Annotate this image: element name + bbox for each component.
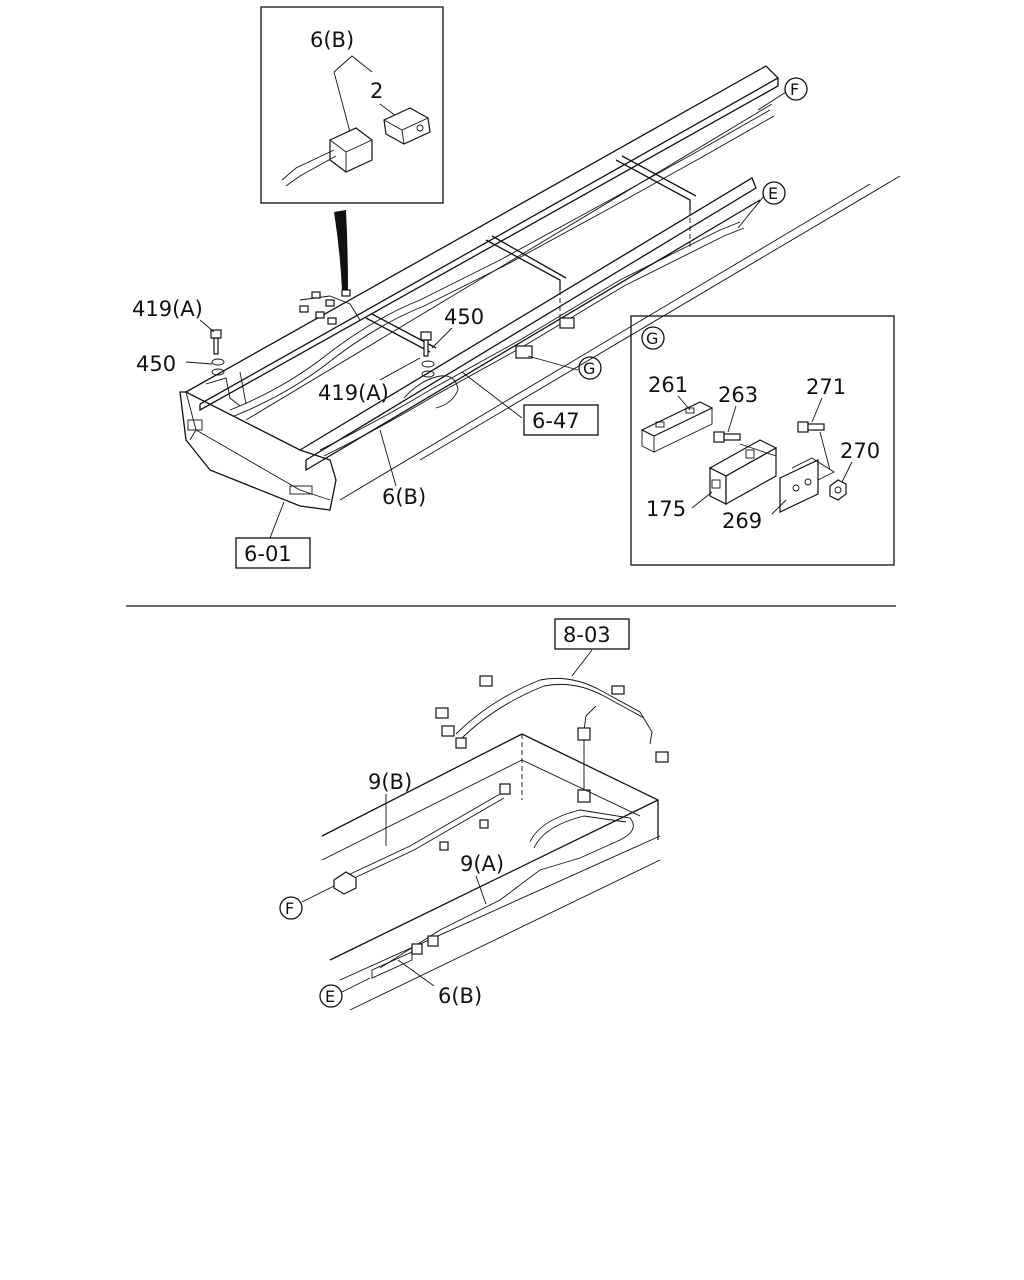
small-connectors bbox=[299, 289, 351, 325]
label-harness-front: 6(B) bbox=[382, 485, 426, 509]
svg-text:E: E bbox=[768, 184, 778, 203]
label-bolt-left: 419(A) bbox=[132, 297, 203, 321]
marker-f-top: F bbox=[784, 77, 808, 101]
label-261: 261 bbox=[648, 373, 688, 397]
svg-text:E: E bbox=[325, 987, 335, 1006]
marker-g-top: G bbox=[578, 356, 602, 380]
leader-washer-mid bbox=[431, 327, 453, 349]
marker-e-top: E bbox=[762, 181, 786, 205]
svg-text:F: F bbox=[790, 80, 799, 99]
label-washer-left: 450 bbox=[136, 352, 176, 376]
svg-text:G: G bbox=[646, 329, 658, 348]
label-270: 270 bbox=[840, 439, 880, 463]
washer-icon bbox=[421, 360, 435, 378]
leader-harness-front bbox=[379, 429, 397, 487]
bolt-icon bbox=[210, 329, 222, 355]
marker-g-inset: G bbox=[641, 326, 665, 350]
inset-g: G 261 263 175 bbox=[630, 315, 895, 566]
leader-bumper bbox=[269, 501, 285, 539]
bracket-269-icon bbox=[779, 457, 835, 513]
harness-9b bbox=[333, 783, 511, 895]
leader-bolt-mid bbox=[379, 357, 421, 381]
bolt-washer-left bbox=[205, 329, 247, 407]
grommet-icon bbox=[333, 871, 357, 895]
inset-connector-label: 2 bbox=[370, 79, 383, 103]
label-washer-mid: 450 bbox=[444, 305, 484, 329]
leader-e bbox=[737, 195, 765, 229]
label-9b: 9(B) bbox=[368, 770, 412, 794]
cover-261-icon bbox=[640, 401, 714, 453]
label-263: 263 bbox=[718, 383, 758, 407]
label-175: 175 bbox=[646, 497, 686, 521]
bottom-frame bbox=[321, 733, 661, 1011]
nut-270-icon bbox=[829, 479, 847, 501]
ref-bumper-text: 6-01 bbox=[244, 542, 292, 566]
marker-f-bottom: F bbox=[279, 896, 303, 920]
harness-routing bbox=[229, 109, 775, 457]
leader-bracket bbox=[527, 355, 579, 371]
label-9a: 9(A) bbox=[460, 852, 504, 876]
ref-harness[interactable]: 8-03 bbox=[554, 618, 630, 650]
inset-pointer bbox=[334, 210, 348, 290]
bolt-271-icon bbox=[797, 421, 825, 433]
screw-263-icon bbox=[713, 431, 741, 443]
front-bumper bbox=[179, 391, 337, 511]
label-269: 269 bbox=[722, 509, 762, 533]
ref-clip[interactable]: 6-47 bbox=[523, 404, 599, 436]
leader-clip bbox=[461, 371, 523, 419]
washer-icon bbox=[211, 358, 225, 376]
holder-175-icon bbox=[708, 439, 778, 506]
ref-clip-text: 6-47 bbox=[532, 409, 580, 433]
harness-9a bbox=[371, 809, 634, 979]
bolt-washer-mid bbox=[403, 331, 459, 409]
label-bolt-mid: 419(A) bbox=[318, 381, 389, 405]
leader-f bbox=[757, 91, 787, 111]
leader-8-03 bbox=[571, 649, 593, 677]
inset-harness-label: 6(B) bbox=[310, 28, 354, 52]
marker-e-bottom: E bbox=[319, 984, 343, 1008]
leader-bolt-left bbox=[199, 319, 215, 333]
bottom-diagram: 8-03 bbox=[279, 618, 669, 1011]
ref-harness-text: 8-03 bbox=[563, 623, 611, 647]
chassis-frame bbox=[185, 65, 901, 501]
label-6b-bottom: 6(B) bbox=[438, 984, 482, 1008]
inset-connector-box: 6(B) 2 bbox=[260, 6, 444, 204]
ref-bumper[interactable]: 6-01 bbox=[235, 537, 311, 569]
harness-8-03 bbox=[435, 675, 669, 803]
connector-plug-icon bbox=[281, 127, 373, 187]
leader-washer-left bbox=[185, 361, 213, 365]
svg-text:F: F bbox=[285, 899, 294, 918]
label-271: 271 bbox=[806, 375, 846, 399]
bolt-icon bbox=[420, 331, 432, 357]
top-diagram: 6(B) 2 bbox=[132, 6, 901, 569]
connector-socket-icon bbox=[383, 107, 431, 145]
svg-text:G: G bbox=[583, 359, 595, 378]
